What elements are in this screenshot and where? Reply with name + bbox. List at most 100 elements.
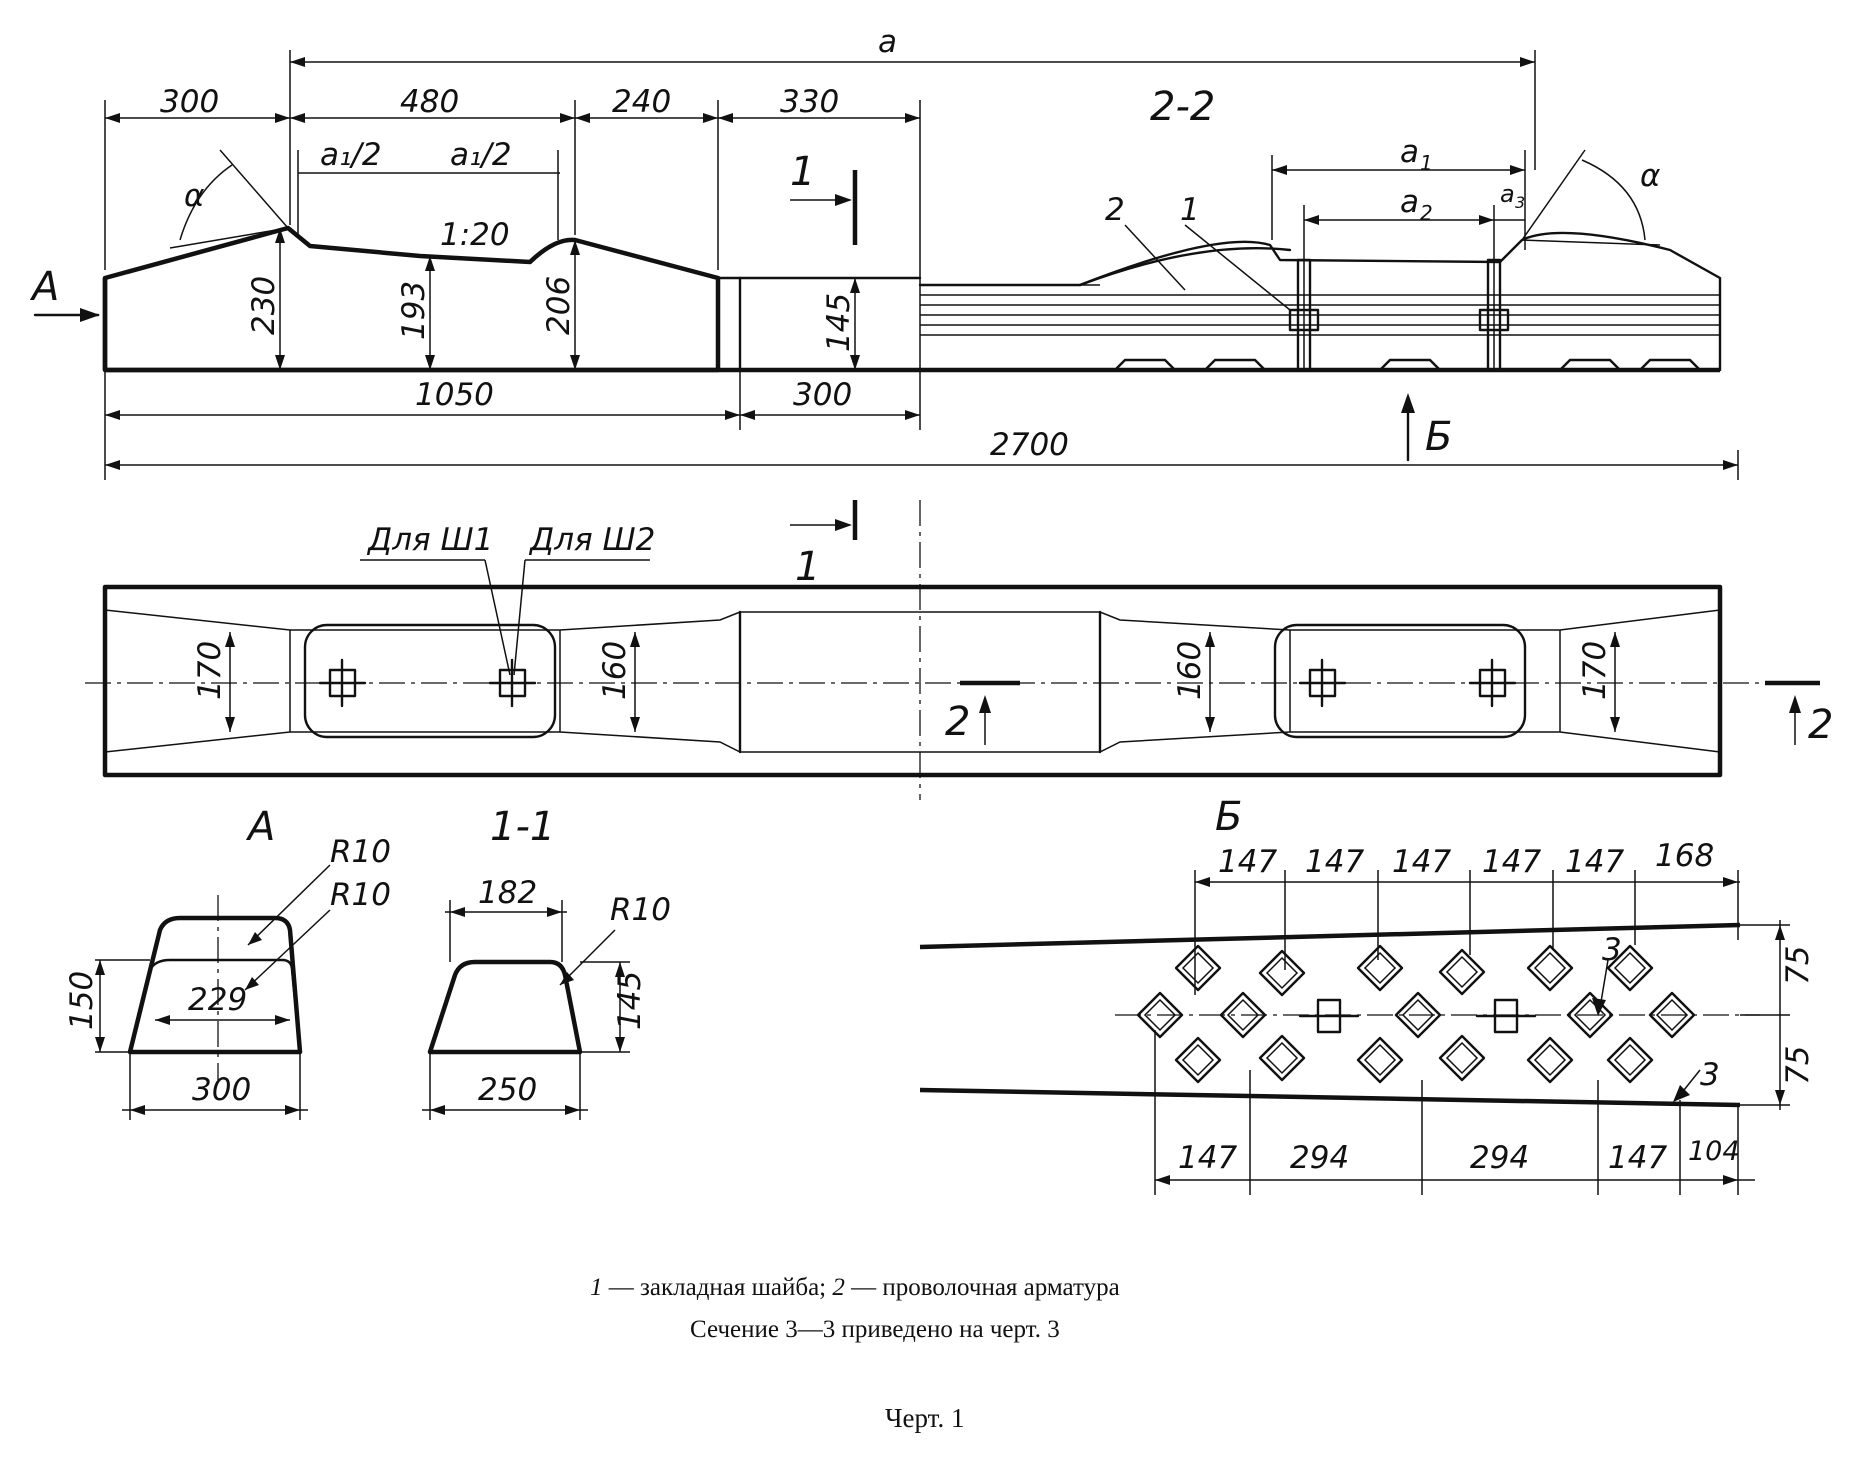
hole-diamond — [1174, 1036, 1222, 1084]
dim-300-top: 300 — [160, 84, 219, 120]
hole-diamond-inner — [1181, 951, 1215, 985]
hole-diamond — [1174, 944, 1222, 992]
hole-diamond — [1258, 1034, 1306, 1082]
view-b-bottom-1: 147 — [1178, 1140, 1237, 1176]
dim-206: 206 — [541, 276, 577, 335]
section-a-r1: R10 — [330, 834, 391, 870]
cut-2-label: 2 — [945, 699, 970, 745]
hole-diamond — [1394, 991, 1442, 1039]
section-1-1 — [422, 900, 630, 1120]
cut-3-label-b: 3 — [1700, 1057, 1720, 1093]
section-1-1-title: 1-1 — [490, 804, 555, 850]
caption-line-3: Черт. 1 — [885, 1403, 964, 1433]
dim-a1-half-right: a₁/2 — [450, 137, 512, 173]
hole-diamond-inner — [1181, 1043, 1215, 1077]
dim-a1-sub: 1 — [1420, 151, 1433, 175]
hole-diamond-inner — [1265, 1041, 1299, 1075]
slope-label: 1:20 — [440, 217, 510, 253]
hole-diamond — [1136, 991, 1184, 1039]
section-11-w182: 182 — [478, 875, 537, 911]
dim-a1-half-left: a₁/2 — [320, 137, 382, 173]
hole-diamond-inner — [1613, 951, 1647, 985]
washer-b-1 — [1298, 998, 1360, 1034]
dim-170-right: 170 — [1577, 641, 1613, 700]
dim-a: a — [878, 24, 897, 60]
hole-diamond — [1526, 1036, 1574, 1084]
hole-diamond — [1438, 948, 1486, 996]
caption-t1: — закладная шайба; — [603, 1274, 833, 1301]
section-2-2-title: 2-2 — [1150, 84, 1215, 130]
hole-diamond-inner — [1265, 956, 1299, 990]
section-11-h145: 145 — [612, 971, 648, 1030]
section-a — [95, 864, 331, 1120]
washer-mark-2 — [488, 658, 537, 708]
dim-2700: 2700 — [990, 427, 1069, 463]
section-a-w229: 229 — [188, 982, 247, 1018]
dim-a3: a — [1500, 180, 1515, 208]
view-a-arrow-label: A — [29, 264, 59, 310]
hole-diamond — [1356, 1036, 1404, 1084]
caption-n2: 2 — [832, 1274, 845, 1301]
section-a-h150: 150 — [64, 971, 100, 1030]
washer-b-2 — [1475, 998, 1537, 1034]
hole-diamond-inner — [1445, 955, 1479, 989]
plan-view — [85, 500, 1820, 800]
label-for-sh2: Для Ш2 — [528, 522, 655, 558]
callout-2: 2 — [1105, 192, 1125, 228]
section-a-r2: R10 — [330, 877, 391, 913]
cut-3-label-a: 3 — [1602, 932, 1622, 968]
hole-diamond — [1606, 944, 1654, 992]
hole-diamond-inner — [1143, 998, 1177, 1032]
hole-diamond-inner — [1363, 1043, 1397, 1077]
view-b-title: Б — [1215, 794, 1242, 840]
dim-a2: a — [1400, 184, 1419, 220]
view-b-bottom-5: 104 — [1688, 1136, 1740, 1167]
view-b — [919, 870, 1790, 1195]
section-a-title: A — [245, 804, 275, 850]
dim-480: 480 — [400, 84, 459, 120]
hole-diamond-inner — [1363, 951, 1397, 985]
holes — [1136, 944, 1696, 1084]
dim-240: 240 — [612, 84, 671, 120]
hole-diamond — [1648, 991, 1696, 1039]
washer-mark-3 — [1298, 658, 1347, 708]
caption-line-1: 1 — закладная шайба; 2 — проволочная арм… — [590, 1274, 1120, 1301]
view-b-bottom-4: 147 — [1608, 1140, 1667, 1176]
hole-diamond — [1219, 991, 1267, 1039]
view-b-top-5: 147 — [1565, 844, 1624, 880]
hole-diamond — [1438, 1034, 1486, 1082]
dim-a2-sub: 2 — [1420, 201, 1433, 225]
elevation-view — [33, 50, 1739, 480]
hole-diamond — [1526, 944, 1574, 992]
view-b-top-3: 147 — [1392, 844, 1451, 880]
hole-diamond-inner — [1445, 1041, 1479, 1075]
hole-diamond-inner — [1655, 998, 1689, 1032]
hole-diamond-inner — [1226, 998, 1260, 1032]
dim-193: 193 — [396, 281, 432, 340]
view-b-top-4: 147 — [1482, 844, 1541, 880]
view-b-h75-bottom: 75 — [1780, 1046, 1816, 1085]
dim-a3-sub: 3 — [1515, 193, 1525, 212]
dim-145: 145 — [821, 293, 857, 352]
dim-300-bottom: 300 — [793, 377, 852, 413]
hole-diamond — [1356, 944, 1404, 992]
dim-230: 230 — [246, 276, 282, 335]
hole-diamond — [1258, 949, 1306, 997]
caption-t2: — проволочная арматура — [845, 1274, 1120, 1301]
cut-2-right-label: 2 — [1808, 702, 1833, 748]
hole-diamond-inner — [1533, 1043, 1567, 1077]
dim-1050: 1050 — [415, 377, 494, 413]
label-for-sh1: Для Ш1 — [366, 522, 493, 558]
dim-330: 330 — [780, 84, 839, 120]
view-b-bottom-3: 294 — [1470, 1140, 1529, 1176]
dim-160-left: 160 — [597, 641, 633, 700]
callout-1: 1 — [1180, 192, 1200, 228]
wire-reinforcement — [918, 231, 1722, 372]
section-11-r: R10 — [610, 892, 671, 928]
hole-diamond-inner — [1613, 1043, 1647, 1077]
view-b-top-1: 147 — [1218, 844, 1277, 880]
dim-170-left: 170 — [192, 641, 228, 700]
caption-n1: 1 — [590, 1274, 603, 1301]
view-b-bottom-2: 294 — [1290, 1140, 1349, 1176]
